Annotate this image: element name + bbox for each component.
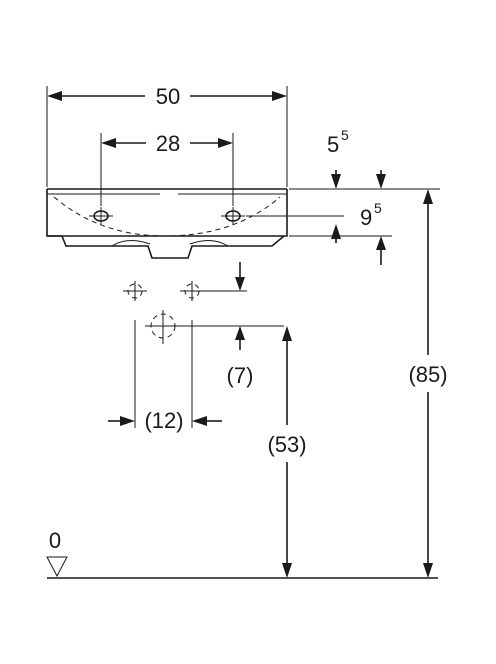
- tap-hole-drop-dimension: 9 5: [246, 200, 392, 265]
- tap-hole-drop-exponent: 5: [374, 200, 382, 216]
- water-connection-right: [180, 281, 210, 301]
- drain-spacing-label: (12): [144, 408, 183, 433]
- floor-level: 0: [46, 528, 438, 579]
- waste-outlet: [145, 310, 284, 344]
- drain-height-dimension: (53): [267, 326, 307, 578]
- right-tap-hole: [221, 207, 245, 225]
- drain-offset-dimension: (7): [210, 262, 253, 388]
- washbasin-outline: [46, 188, 288, 259]
- water-connection-left: [123, 281, 147, 301]
- rim-height-dimension: (85): [408, 189, 448, 578]
- rim-thickness-label: 5: [327, 132, 339, 157]
- tap-hole-drop-label: 9: [360, 205, 372, 230]
- overall-width-label: 50: [156, 84, 180, 109]
- drain-height-label: (53): [267, 432, 306, 457]
- tap-spacing-label: 28: [156, 131, 180, 156]
- rim-thickness-exponent: 5: [341, 127, 349, 143]
- floor-level-label: 0: [49, 528, 61, 553]
- tap-spacing-dimension: 28: [100, 131, 234, 206]
- drain-offset-label: (7): [227, 363, 254, 388]
- drain-spacing-dimension: (12): [108, 320, 222, 433]
- rim-thickness-dimension: 5 5: [289, 127, 440, 190]
- overall-width-dimension: 50: [46, 84, 288, 187]
- rim-height-label: (85): [408, 362, 447, 387]
- left-tap-hole: [89, 207, 113, 225]
